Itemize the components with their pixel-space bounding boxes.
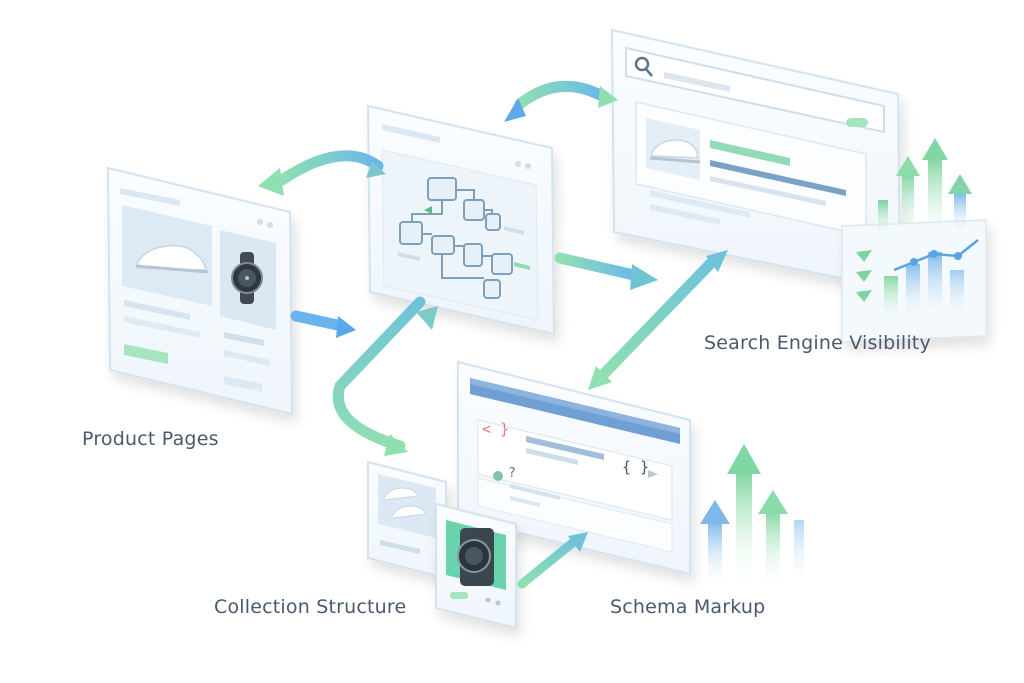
growth-arrows-bottom	[700, 444, 804, 590]
sitemap-flowchart	[399, 177, 513, 299]
analytics-panel	[841, 219, 987, 343]
label-search-engine-visibility: Search Engine Visibility	[704, 332, 931, 354]
label-product-pages: Product Pages	[82, 428, 219, 450]
collection-card-front	[435, 502, 517, 630]
json-braces-icon: { }	[622, 458, 650, 476]
watch-image	[231, 252, 263, 304]
connector-arrows	[258, 80, 728, 589]
shoe-image	[135, 244, 209, 274]
result-shoe-image	[649, 139, 701, 164]
label-collection-structure: Collection Structure	[214, 596, 407, 618]
query-icon: ?	[508, 466, 516, 481]
search-results-card	[610, 28, 902, 292]
label-schema-markup: Schema Markup	[610, 596, 766, 618]
product-pages-card	[106, 166, 294, 416]
growth-arrows-top	[878, 138, 972, 246]
collection-card-back	[367, 460, 447, 580]
search-icon	[634, 56, 650, 72]
code-tag-icon: < }	[482, 420, 510, 438]
site-structure-card	[366, 104, 556, 336]
schema-markup-card	[457, 360, 691, 576]
